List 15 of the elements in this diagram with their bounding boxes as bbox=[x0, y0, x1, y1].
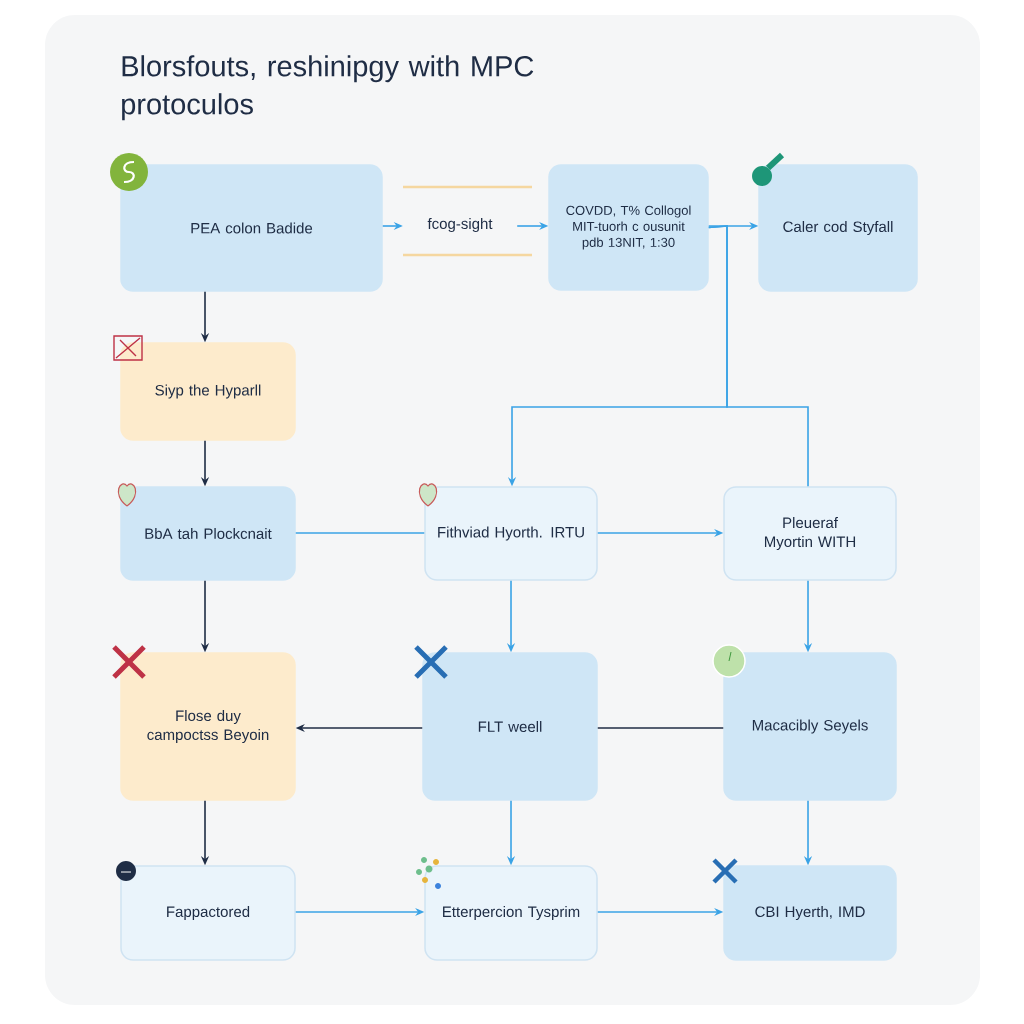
process-box: COVDD, T% Collogol MIT-tuorh c ousunit pdb 13NIT, 1:30 bbox=[548, 164, 709, 291]
process-box: PEA colon Badide bbox=[120, 164, 383, 292]
process-box: Caler cod Styfall bbox=[758, 164, 918, 292]
process-box: CBI Hyerth, IMD bbox=[723, 865, 897, 961]
process-box: Fithviad Hyorth. IRTU bbox=[424, 486, 598, 581]
process-box: Etterpercion Tysprim bbox=[424, 865, 598, 961]
process-box: BbA tah Plockcnait bbox=[120, 486, 296, 581]
title: Blorsfouts, reshinipgy with MPC protoculos bbox=[122, 55, 534, 121]
process-box: Macacibly Seyels bbox=[723, 652, 897, 801]
process-box: Siyp the Hyparll bbox=[120, 342, 296, 441]
step-label: fcog-sight bbox=[427, 218, 493, 232]
process-box: Pleueraf Myortin WITH bbox=[723, 486, 897, 581]
process-box: Fappactored bbox=[120, 865, 296, 961]
process-box: Flose duy campoctss Beyoin bbox=[120, 652, 296, 801]
process-box: FLT weell bbox=[422, 652, 598, 801]
